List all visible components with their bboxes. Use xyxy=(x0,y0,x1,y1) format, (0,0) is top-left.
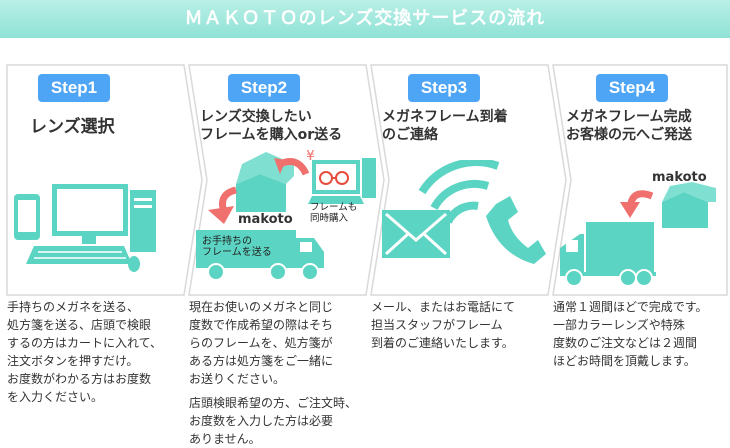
mail-phone-icon xyxy=(382,160,546,264)
step-badge: Step2 xyxy=(228,74,300,102)
step-card-3: Step3 メガネフレーム到着 のご連絡 xyxy=(370,64,568,296)
step-heading: レンズ交換したい フレームを購入or送る xyxy=(200,109,343,143)
step-description: 通常１週間ほどで完成です。 一部カラーレンズや特殊 度数のご注文などは２週間 ほ… xyxy=(553,300,708,368)
step-heading: メガネフレーム到着 のご連絡 xyxy=(382,109,508,143)
shop-truck-icon xyxy=(560,182,716,287)
brand-label: makoto xyxy=(652,170,707,185)
step-heading: レンズ選択 xyxy=(30,117,115,137)
truck-label: お手持ちの フレームを送る xyxy=(202,236,272,258)
step-card-1: Step1 レンズ選択 xyxy=(6,64,204,296)
step-badge: Step1 xyxy=(38,74,110,102)
title-bar xyxy=(0,0,730,38)
frame-purchase-label: フレームも 同時購入 xyxy=(310,202,358,224)
svg-text:¥: ¥ xyxy=(306,150,315,164)
step-heading: メガネフレーム完成 お客様の元へご発送 xyxy=(566,109,692,143)
step-description: 手持ちのメガネを送る、 処方箋を送る、店頭で検眼 するの方はカートに入れて、 注… xyxy=(7,300,163,404)
computer-and-phone-icon xyxy=(14,184,156,272)
truck-shop-computer-icon: ¥ xyxy=(196,150,376,281)
step-card-2: Step2 レンズ交換したい フレームを購入or送る ¥ makoto xyxy=(188,64,386,296)
step-description: メール、またはお電話にて 担当スタッフがフレーム 到着のご連絡いたします。 xyxy=(371,300,516,350)
step-card-4: Step4 メガネフレーム完成 お客様の元へご発送 makoto xyxy=(552,64,728,296)
page-title: ＭＡＫＯＴＯのレンズ交換サービスの流れ xyxy=(184,8,546,29)
step-badge: Step4 xyxy=(596,74,668,102)
step-badge: Step3 xyxy=(408,74,480,102)
brand-label: makoto xyxy=(238,212,293,227)
step-description: 現在お使いのメガネと同じ 度数で作成希望の際はそち らのフレームを、処方箋が あ… xyxy=(189,300,358,446)
